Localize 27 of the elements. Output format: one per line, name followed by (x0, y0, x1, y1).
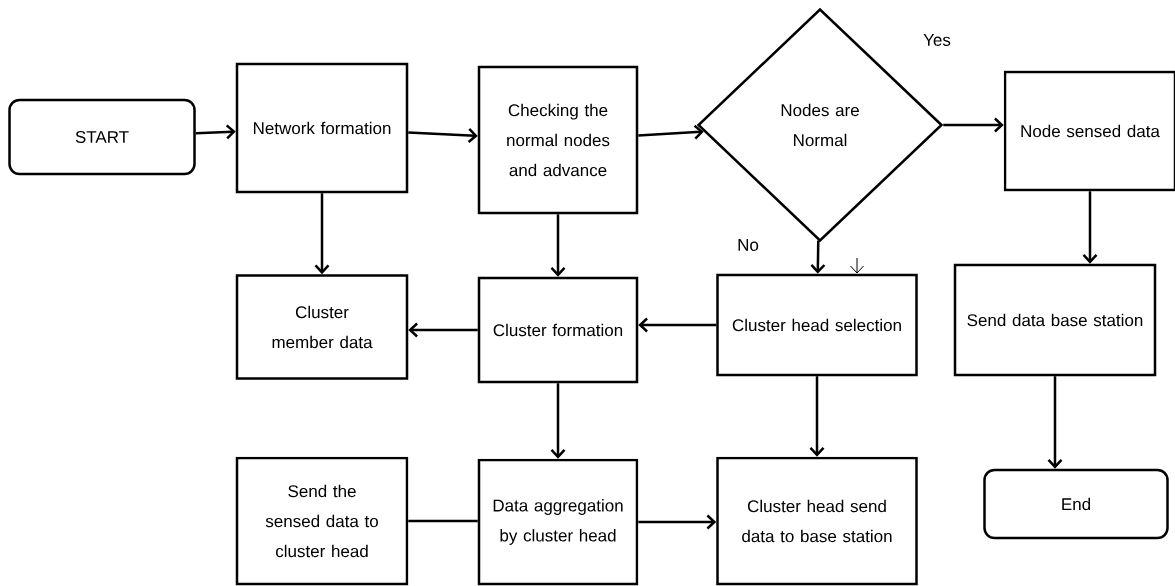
arrow (408, 128, 478, 143)
arrow (638, 514, 717, 530)
arrow (550, 383, 566, 459)
arrow (1082, 191, 1098, 264)
arrow (408, 322, 478, 338)
process-box: Cluster head send data to base station (716, 456, 918, 586)
arrow (638, 124, 704, 140)
process-box: Node sensed data (1003, 70, 1175, 192)
process-box: Cluster head selection (716, 273, 918, 377)
arrow (314, 193, 330, 275)
process-box: Network formation (235, 62, 409, 194)
arrow (850, 257, 864, 274)
process-box: Cluster member data (235, 274, 409, 380)
process-box: Checking the normal nodes and advance (477, 65, 639, 215)
process-box: Send the sensed data to cluster head (235, 456, 409, 586)
arrow (810, 240, 826, 274)
process-box: Data aggregation by cluster head (477, 458, 639, 586)
arrow (638, 317, 717, 333)
arrow (809, 376, 825, 457)
arrow (550, 214, 566, 277)
arrow (195, 124, 236, 140)
process-box: Send data base station (953, 263, 1157, 377)
terminal-box: START (8, 98, 196, 176)
terminal-box: End (983, 468, 1169, 540)
arrow (943, 117, 1004, 133)
process-box: Cluster formation (477, 276, 639, 384)
arrow (1047, 376, 1063, 469)
